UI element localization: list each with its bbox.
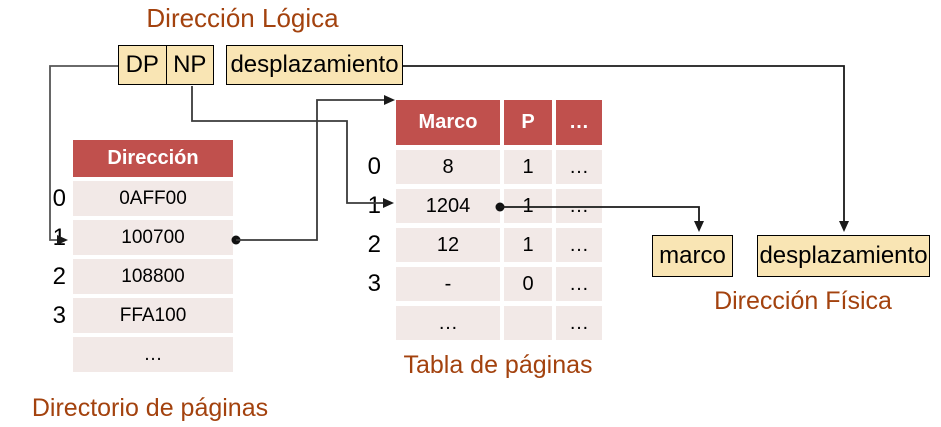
logical-offset-field: desplazamiento: [226, 45, 403, 85]
directory-row-label: 3: [52, 302, 66, 329]
page-table-cell: 1: [504, 228, 552, 262]
page-table-cell: …: [556, 150, 602, 184]
page-table-cell: …: [396, 306, 500, 340]
logical-address-dp-np-box: DP NP: [118, 45, 214, 85]
page-table-header-p: P: [504, 100, 552, 145]
page-table-cell: [504, 306, 552, 340]
page-table-cell: 0: [504, 267, 552, 301]
directory-cell: 0AFF00: [73, 181, 233, 216]
page-table-row-labels: 0 1 2 3: [343, 150, 381, 340]
page-directory-table: Dirección 0AFF00 100700 108800 FFA100 …: [73, 140, 233, 372]
page-directory-caption: Directorio de páginas: [31, 394, 269, 422]
page-table-cell: 8: [396, 150, 500, 184]
page-table-row-label: [343, 306, 381, 340]
directory-header: Dirección: [73, 140, 233, 177]
page-table-cell: …: [556, 189, 602, 223]
physical-address-title: Dirección Física: [714, 287, 892, 315]
directory-row-label: 0: [52, 185, 66, 212]
physical-offset-field: desplazamiento: [757, 235, 930, 277]
dp-field: DP: [119, 46, 167, 84]
directory-row-label: 1: [52, 224, 66, 251]
page-table-row-label: 2: [367, 231, 381, 258]
page-table-row-label: 3: [367, 270, 381, 297]
page-table-cell: 1: [504, 150, 552, 184]
page-table: Marco P … 8 1 … 1204 1 … 12 1 … - 0 … … …: [396, 100, 602, 340]
page-table-header-marco: Marco: [396, 100, 500, 145]
page-table-caption: Tabla de páginas: [403, 351, 593, 379]
page-table-cell: 1204: [396, 189, 500, 223]
page-table-row-label: 0: [367, 153, 381, 180]
directory-row-label: [28, 337, 66, 372]
directory-cell: FFA100: [73, 298, 233, 333]
np-field: NP: [173, 51, 207, 78]
page-table-row-label: 1: [367, 192, 381, 219]
page-table-cell: …: [556, 267, 602, 301]
directory-row-label: 2: [52, 263, 66, 290]
page-table-cell: …: [556, 228, 602, 262]
directory-row-labels: 0 1 2 3: [28, 181, 66, 372]
directory-cell: …: [73, 337, 233, 372]
page-table-cell: …: [556, 306, 602, 340]
logical-address-title: Dirección Lógica: [146, 3, 339, 33]
page-table-cell: -: [396, 267, 500, 301]
page-table-cell: 12: [396, 228, 500, 262]
directory-cell: 108800: [73, 259, 233, 294]
page-table-cell: 1: [504, 189, 552, 223]
page-table-header-more: …: [556, 100, 602, 145]
directory-cell: 100700: [73, 220, 233, 255]
frame-field: marco: [652, 235, 733, 277]
